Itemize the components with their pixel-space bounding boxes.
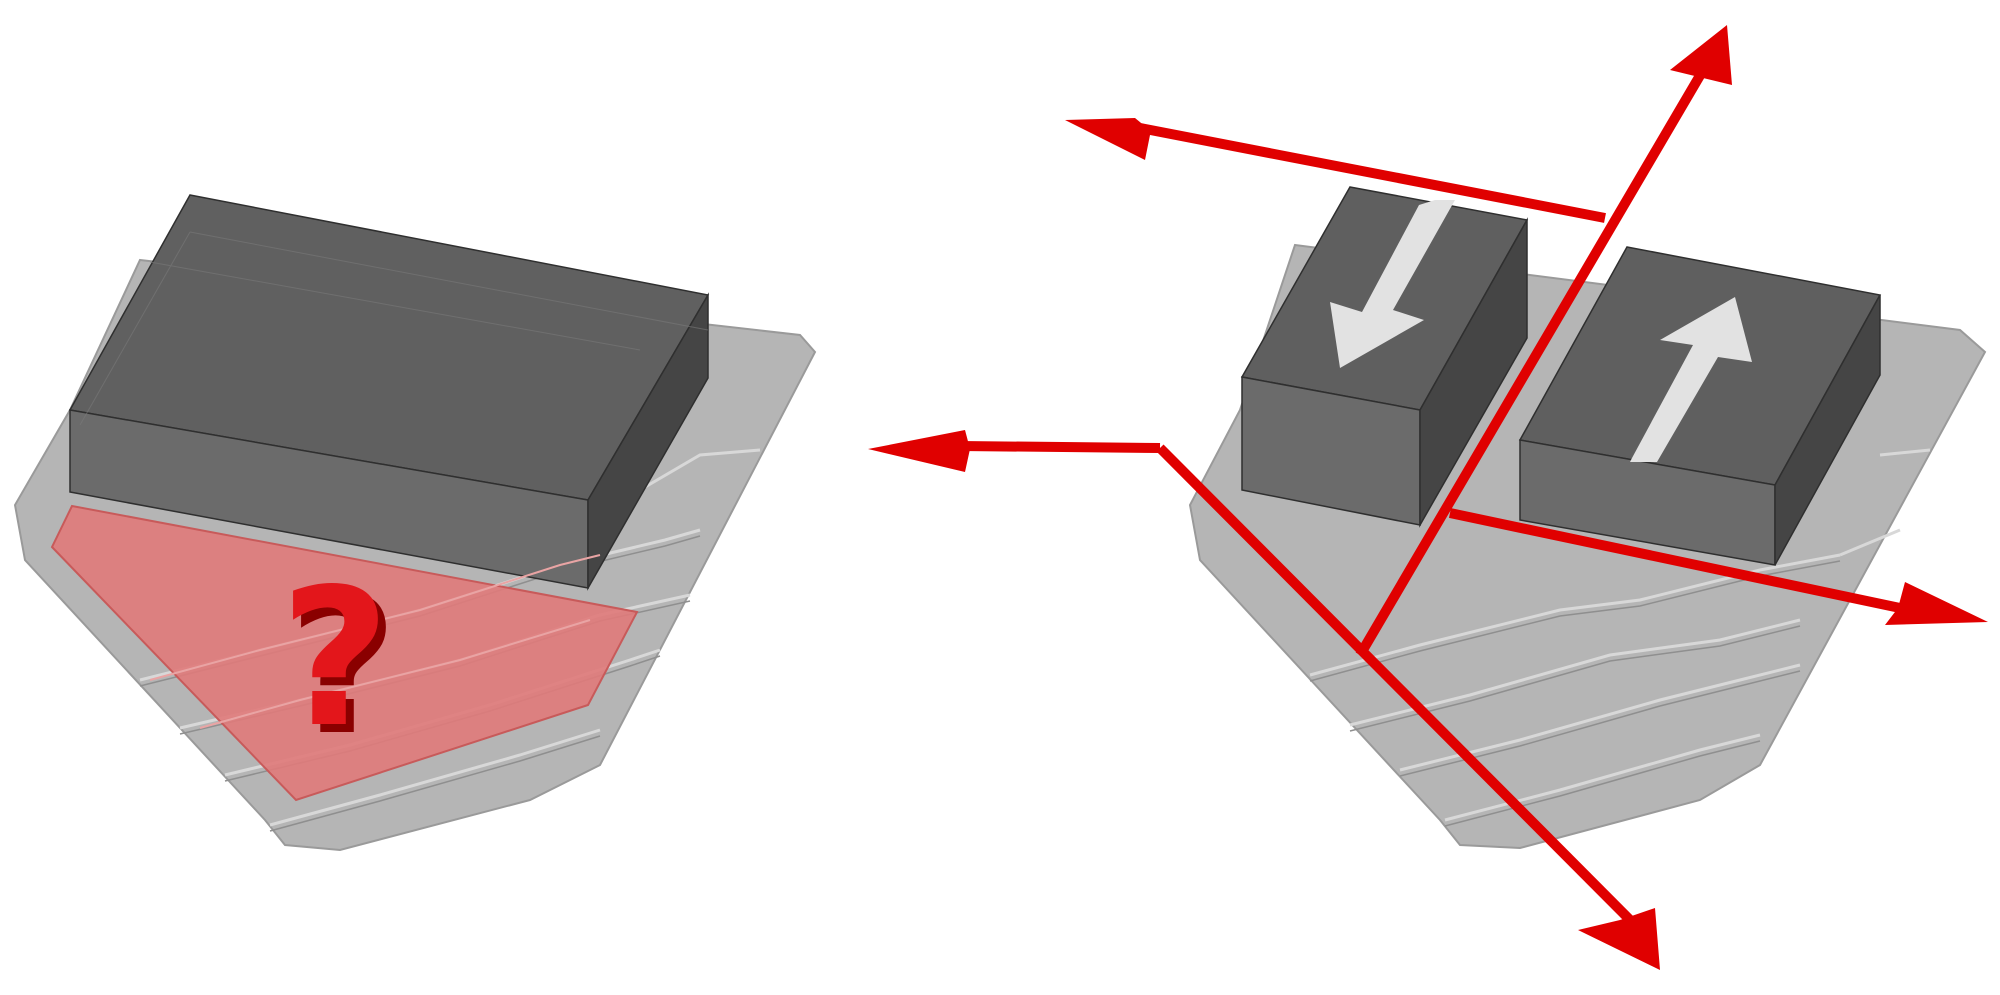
question-mark-icon: ? ? [280, 548, 398, 777]
right-block-left [1240, 186, 1529, 528]
east-axis-line [1448, 508, 1902, 613]
question-mark-shadow: ? [288, 556, 398, 777]
west-upper-line [1139, 123, 1606, 223]
down-arrow-icon [1330, 200, 1455, 368]
east-axis-arrowhead [1885, 582, 1988, 625]
question-mark: ? [280, 548, 390, 769]
right-block-right-side [1774, 294, 1881, 566]
south-axis-arrowhead [1578, 908, 1660, 970]
left-building-block [68, 194, 710, 591]
west-lower-line [959, 441, 1161, 453]
right-terrain-contour-shadows [1309, 560, 1841, 827]
left-highlight-area [50, 504, 639, 802]
up-arrow-icon [1630, 297, 1752, 462]
right-panel [868, 25, 1988, 970]
west-lower-arrowhead [868, 430, 970, 472]
west-upper-arrowhead [1065, 118, 1152, 160]
right-block-left-side [1419, 217, 1528, 528]
right-block-right [1518, 246, 1882, 566]
north-axis-arrowhead [1670, 25, 1732, 85]
right-terrain-contours [1309, 448, 1931, 822]
left-panel: ? ? [13, 194, 817, 852]
north-axis-line [1355, 52, 1717, 658]
south-axis-line [1156, 444, 1644, 934]
red-axis-arrows [868, 25, 1988, 970]
